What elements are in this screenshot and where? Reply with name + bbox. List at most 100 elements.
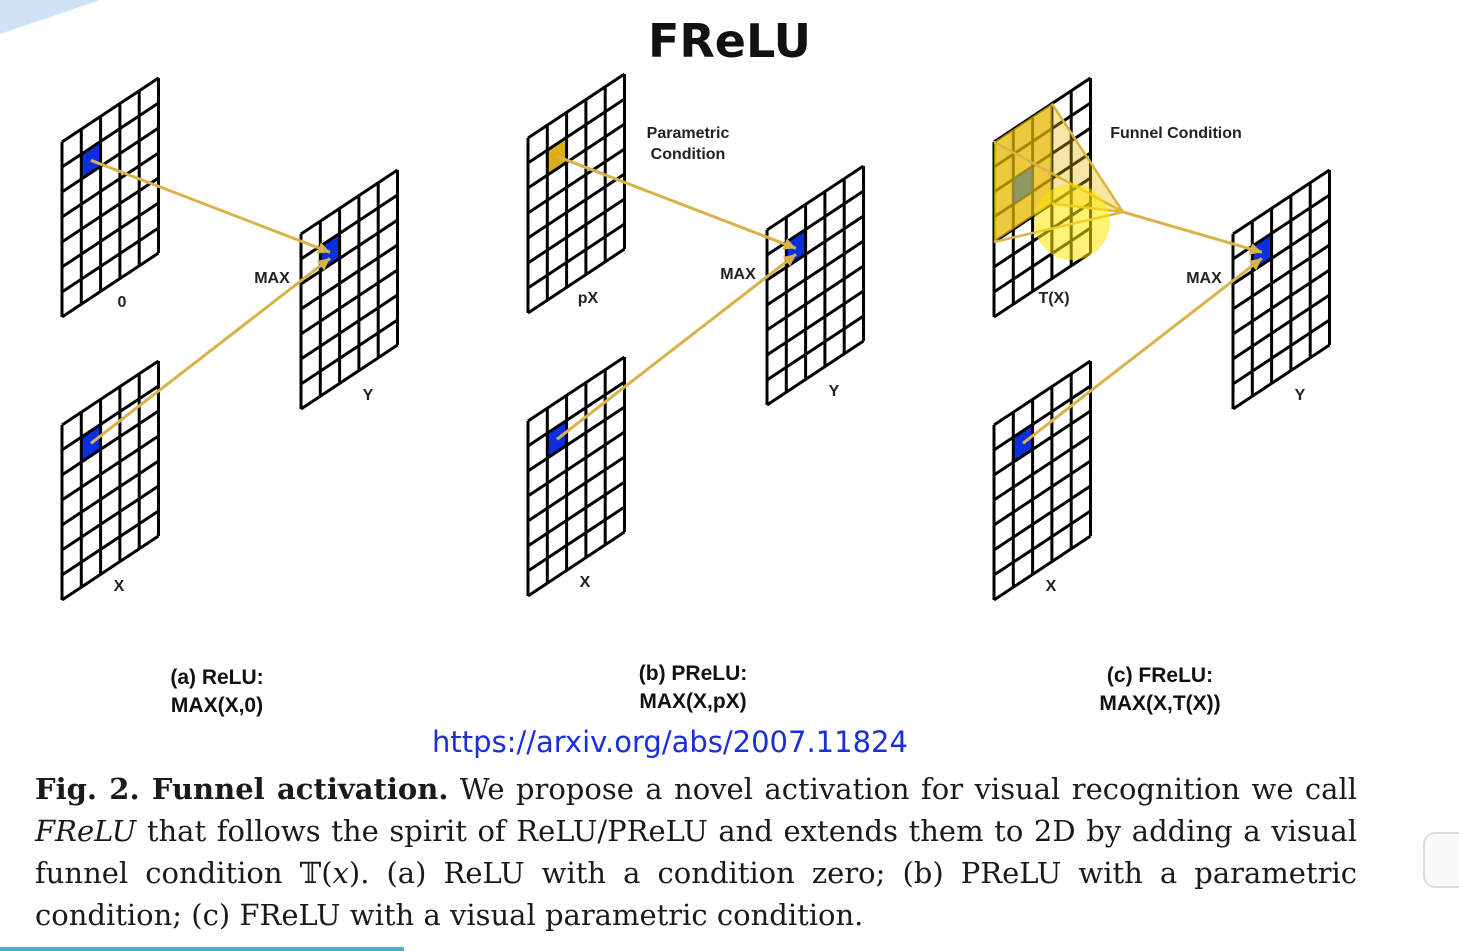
grid-top-a-hline <box>61 101 160 169</box>
grid-top-a-hline <box>61 251 160 319</box>
caption-prelu-formula: MAX(X,pX) <box>639 690 747 713</box>
grid-y-c-hline <box>1232 318 1331 386</box>
grid-y-b-hline <box>766 239 865 307</box>
grid-y-a-hline <box>300 268 399 336</box>
label-max-c: MAX <box>1186 270 1222 287</box>
grid-x-c-hline <box>993 384 1092 452</box>
caption-frelu-name-italic: FReLU <box>35 814 137 848</box>
grid-x-a-hline <box>61 384 160 452</box>
grid-y-a-hline <box>300 218 399 286</box>
figure-caption: Fig. 2. Funnel activation. We propose a … <box>35 768 1357 936</box>
label-top-b: pX <box>578 290 599 307</box>
grid-y-b-hline <box>766 289 865 357</box>
grid-x-b-hline <box>527 505 626 573</box>
label-top-a: 0 <box>118 294 127 311</box>
parametric-cell <box>547 137 567 176</box>
grid-x-c-hline <box>993 409 1092 477</box>
arrow-condition-to-y <box>90 158 331 254</box>
grid-x-a <box>60 359 160 602</box>
grid-x-b-hline <box>527 355 626 423</box>
grid-x-c-hline <box>993 459 1092 527</box>
grid-x-b-hline <box>527 455 626 523</box>
grid-x-b-hline <box>527 430 626 498</box>
grid-y-a-hline <box>300 293 399 361</box>
grid-y-b-hline <box>766 164 865 232</box>
grid-y-c-hline <box>1232 293 1331 361</box>
grid-y-c-hline <box>1232 268 1331 336</box>
grid-y-b-hline <box>766 314 865 382</box>
grid-x-c-hline <box>993 434 1092 502</box>
funnel-window-cell <box>994 179 1014 217</box>
caption-prelu: (b) PReLU: MAX(X,pX) <box>578 660 808 716</box>
caption-text-1: We propose a novel activation for visual… <box>448 772 1357 806</box>
grid-y-a-hline <box>300 168 399 236</box>
grid-y-c <box>1231 168 1331 411</box>
caption-frelu: (c) FReLU: MAX(X,T(X)) <box>1040 662 1280 718</box>
label-top-c: T(X) <box>1038 290 1069 307</box>
arxiv-link[interactable]: https://arxiv.org/abs/2007.11824 <box>432 725 908 759</box>
grid-top-a-hline <box>61 226 160 294</box>
label-condition-b: Parametric <box>647 125 730 142</box>
grid-top-b-hline <box>527 72 626 140</box>
grid-x-c-hline <box>993 484 1092 552</box>
caption-frelu-name: (c) FReLU: <box>1106 664 1214 687</box>
label-y-a: Y <box>363 387 374 404</box>
funnel-window-cell <box>1013 141 1033 180</box>
arrow-x-to-y-head <box>782 254 796 267</box>
grid-top-a-hline <box>61 201 160 269</box>
label-max-b: MAX <box>720 266 756 283</box>
grid-top-b-hline <box>527 97 626 165</box>
grid-x-b-hline <box>527 480 626 548</box>
arrow-x-to-y-head <box>316 258 330 271</box>
grid-top-b <box>526 72 626 315</box>
corner-decoration <box>0 0 100 34</box>
grid-x-c-hline <box>993 359 1092 427</box>
grid-x-a-hline <box>61 434 160 502</box>
grid-x-a-hline <box>61 409 160 477</box>
grid-top-b-bg <box>528 74 625 313</box>
funnel-window-cell <box>1032 128 1052 167</box>
caption-relu-name: (a) ReLU: <box>170 666 264 689</box>
grid-y-c-hline <box>1232 243 1331 311</box>
funnel-center-cell <box>1013 166 1033 205</box>
arrow-condition-to-y <box>556 154 797 250</box>
grid-x-b-hline <box>527 380 626 448</box>
grid-top-a-hline <box>61 151 160 219</box>
caption-text-2: that follows the spirit of ReLU/PReLU an… <box>35 814 1357 890</box>
caption-text-3: ). (a) ReLU with a condition zero; (b) P… <box>35 856 1357 932</box>
caption-var: x <box>332 856 349 890</box>
grid-y-a-bg <box>301 170 398 409</box>
grid-y-b-hline <box>766 264 865 332</box>
caption-relu: (a) ReLU: MAX(X,0) <box>112 664 322 720</box>
caption-prelu-name: (b) PReLU: <box>638 662 748 685</box>
grid-y-a-hline <box>300 243 399 311</box>
side-play-button[interactable] <box>1423 832 1459 888</box>
arrow-condition-to-y-head <box>782 238 796 250</box>
grid-top-a-hline <box>61 76 160 144</box>
label-condition-b: Condition <box>651 146 726 163</box>
cursor-highlight <box>1034 184 1110 260</box>
grid-x-a-hline <box>61 484 160 552</box>
arrow-x-to-y <box>556 253 797 441</box>
caption-frelu-formula: MAX(X,T(X)) <box>1099 692 1221 715</box>
label-condition-c: Funnel Condition <box>1110 125 1242 142</box>
highlight-cell <box>1013 424 1033 463</box>
grid-top-a-hline <box>61 126 160 194</box>
grid-x-b-hline <box>527 405 626 473</box>
grid-top-b-hline <box>527 147 626 215</box>
progress-bar <box>0 947 404 951</box>
label-y-b: Y <box>829 383 840 400</box>
funnel-window-cell <box>1032 153 1052 192</box>
grid-top-c-hline <box>993 251 1092 319</box>
arrow-condition-to-y <box>1122 210 1263 254</box>
grid-top-b-hline <box>527 122 626 190</box>
grid-x-a-hline <box>61 534 160 602</box>
grid-x-a-hline <box>61 459 160 527</box>
grid-y-c-hline <box>1232 218 1331 286</box>
grid-top-b-hline <box>527 247 626 315</box>
caption-heading: Fig. 2. Funnel activation. <box>35 772 449 806</box>
grid-y-b <box>765 164 865 407</box>
grid-x-c-hline <box>993 509 1092 577</box>
funnel-window-cell <box>994 204 1014 242</box>
